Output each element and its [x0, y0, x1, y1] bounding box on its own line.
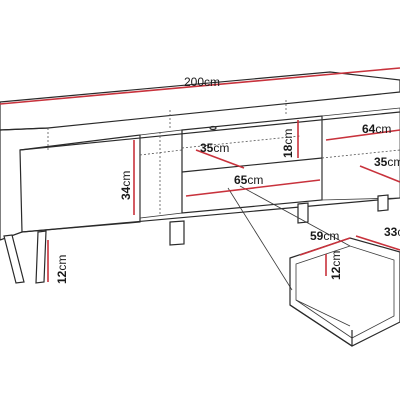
dim-line-right-depth — [359, 165, 400, 183]
label-right-width: 64cm — [362, 122, 391, 136]
label-drawer-width: 59cm — [310, 229, 339, 243]
label-total-width: 200cm — [184, 75, 220, 89]
leg-right-2 — [377, 194, 389, 212]
cabinet-body — [0, 100, 400, 241]
drawer-detail — [227, 185, 400, 347]
label-drawer-height: 12cm — [329, 251, 343, 280]
cabinet-top-outline — [0, 71, 400, 131]
leg-right-1 — [297, 202, 309, 224]
label-drawer-front: 65cm — [234, 173, 263, 187]
label-leg-height: 12cm — [55, 255, 69, 284]
label-left-depth: 35cm — [200, 141, 229, 155]
dim-line-drawer-depth — [355, 235, 400, 251]
leg-front-left — [3, 234, 25, 284]
dimension-lines — [0, 67, 400, 282]
label-drawer-depth: 33cm — [384, 225, 400, 239]
dim-line-total-width — [0, 67, 400, 105]
dimension-labels: 200cm 18cm 64cm 35cm 35cm 34cm 65cm 12cm… — [55, 75, 400, 284]
leg-front-right — [35, 230, 47, 284]
leg-middle — [169, 220, 185, 246]
label-shelf-height: 18cm — [281, 129, 295, 158]
dim-line-right-width — [325, 129, 400, 141]
dim-line-drawer-width — [299, 237, 351, 256]
cabinet-legs — [3, 194, 389, 284]
dim-line-drawer-front — [185, 179, 321, 197]
label-right-depth: 35cm — [374, 155, 400, 169]
label-body-height: 34cm — [119, 171, 133, 200]
dim-line-left-depth — [195, 149, 245, 169]
